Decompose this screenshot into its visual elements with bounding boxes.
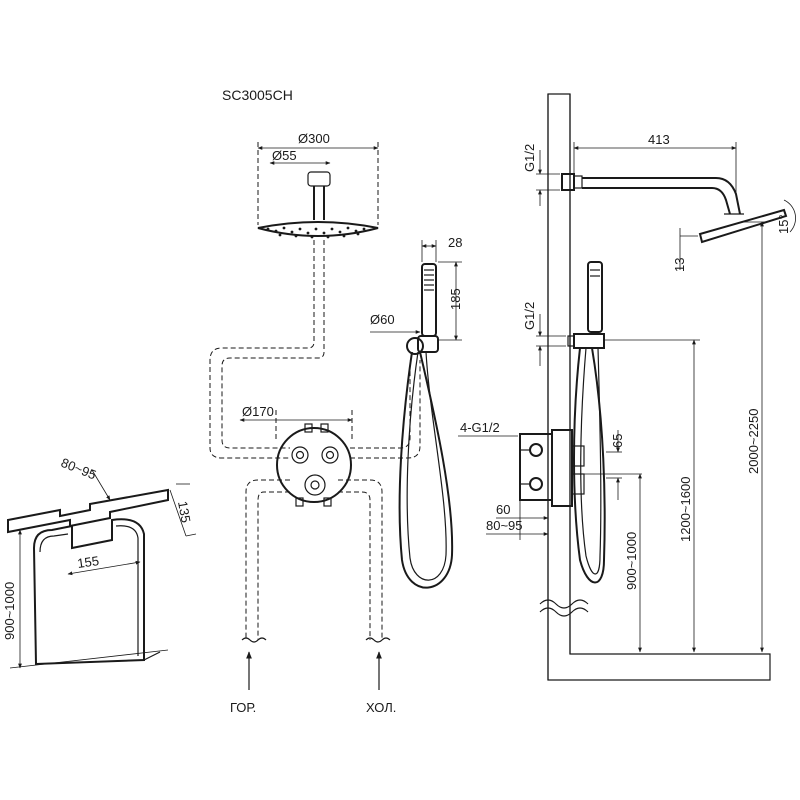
dim-handshower-length: 185: [448, 288, 463, 310]
shower-arm: [307, 171, 331, 187]
dim-box-height: 135: [175, 500, 194, 524]
hose-holder: [406, 337, 424, 355]
shower-head: [257, 221, 379, 237]
side-shower-hose: [573, 347, 606, 584]
side-view: 413 G1/2 15° 13 G1/2: [458, 93, 796, 681]
nozzle-dots: [266, 226, 366, 239]
dim-head-diameter: Ø300: [298, 131, 330, 146]
dim-handshower-width: 28: [448, 235, 462, 250]
dim-box-width: 155: [76, 553, 100, 571]
dim-box-floor-height: 900~1000: [2, 582, 17, 640]
valve-knob-left: [291, 446, 309, 464]
dim-height-valve: 900~1000: [624, 532, 639, 590]
label-hot: ГОР.: [230, 700, 256, 715]
dim-height-mid: 1200~1600: [678, 477, 693, 542]
dim-valve-depth: 60: [496, 502, 510, 517]
valve-knob-bottom: [304, 474, 326, 496]
side-shower-arm: [582, 177, 741, 215]
dim-height-top: 2000~2250: [746, 409, 761, 474]
dim-holder-diameter: Ø60: [370, 312, 395, 327]
dim-arm-length: 413: [648, 132, 670, 147]
dim-top-thread: G1/2: [522, 144, 537, 172]
side-shower-head: [698, 208, 788, 244]
dim-mid-thread: G1/2: [522, 302, 537, 330]
valve-plate: [276, 427, 352, 503]
dim-valve-threads: 4-G1/2: [460, 420, 500, 435]
dim-plate-diameter: Ø170: [242, 404, 274, 419]
dim-angle: 15°: [776, 214, 791, 234]
dim-head-thickness: 13: [672, 258, 687, 272]
install-box: [32, 518, 145, 666]
valve-knob-right: [321, 446, 339, 464]
side-hand-shower: [587, 261, 603, 333]
model-title: SC3005CH: [222, 87, 293, 103]
dim-box-top-range: 80~95: [59, 455, 98, 483]
front-view: Ø300 Ø55 Ø170: [209, 131, 463, 715]
dim-arm-diameter: Ø55: [272, 148, 297, 163]
shower-hose: [398, 351, 454, 589]
dim-valve-spacing: 65: [610, 434, 625, 448]
wall: [547, 93, 771, 681]
dim-box-depth-range: 80~95: [486, 518, 523, 533]
box-view: 80~95 135 155 900~1000: [2, 455, 197, 669]
label-cold: ХОЛ.: [366, 700, 396, 715]
